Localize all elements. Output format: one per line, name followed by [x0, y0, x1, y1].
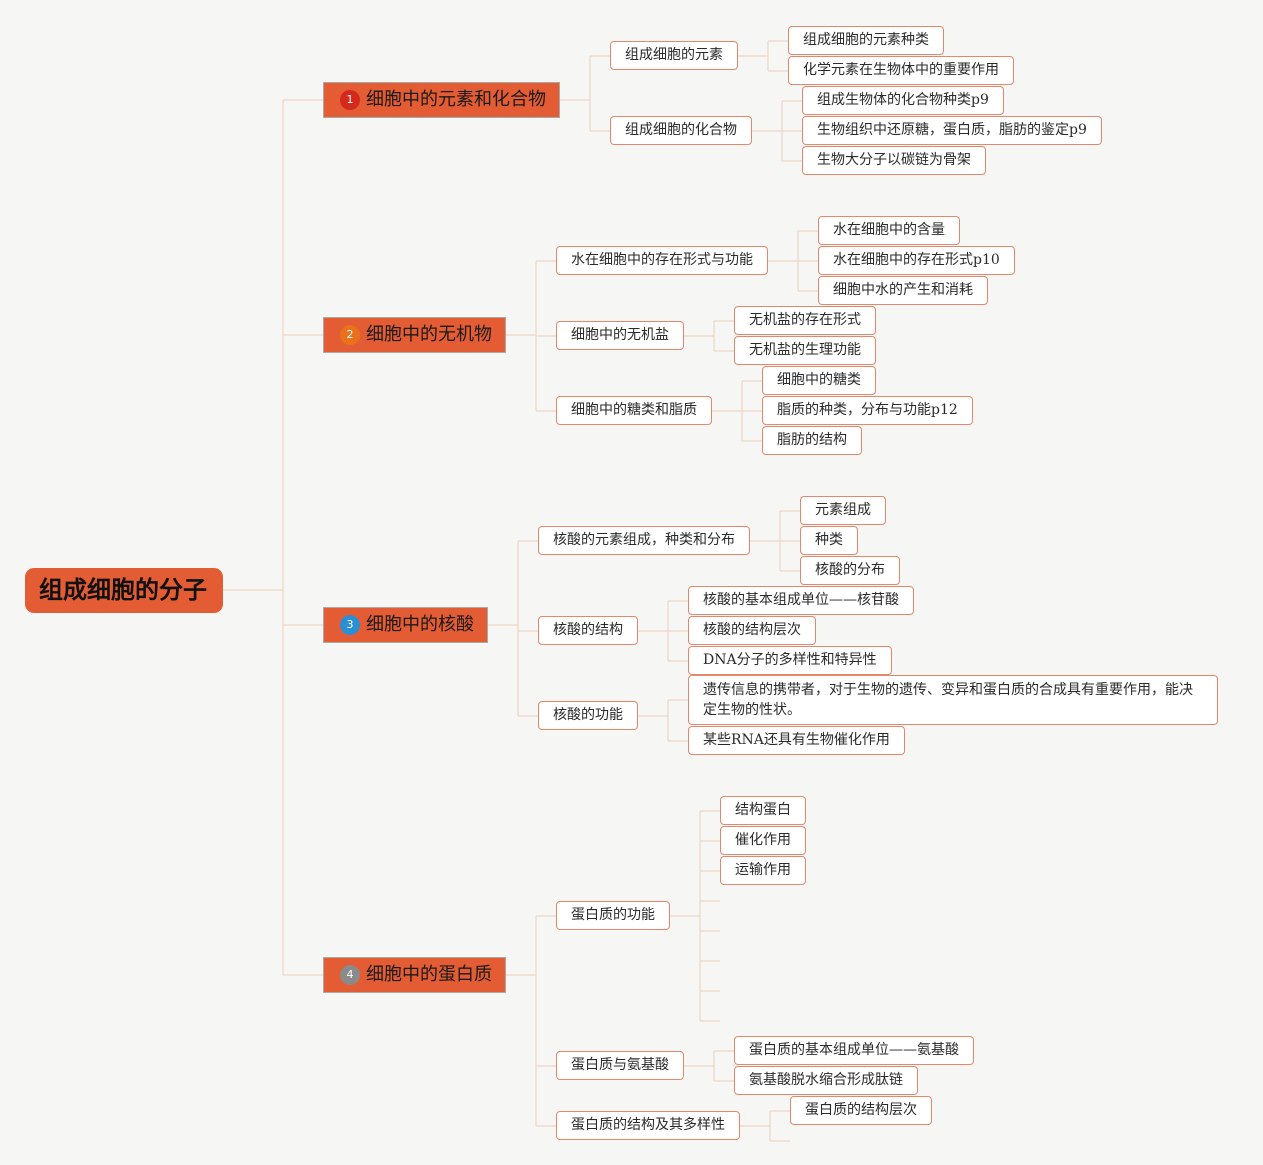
subtopic-nucleic-composition[interactable]: 核酸的元素组成，种类和分布: [538, 526, 750, 555]
number-4-badge-icon: 4: [340, 965, 360, 985]
number-3-badge-icon: 3: [340, 615, 360, 635]
subtopic-inorganic-salts[interactable]: 细胞中的无机盐: [556, 321, 684, 350]
leaf-dna-diversity[interactable]: DNA分子的多样性和特异性: [688, 646, 892, 675]
leaf-protein-structure-levels[interactable]: 蛋白质的结构层次: [790, 1096, 932, 1125]
topic-proteins[interactable]: 4 细胞中的蛋白质: [323, 957, 506, 993]
leaf-fat-structure[interactable]: 脂肪的结构: [762, 426, 862, 455]
leaf-structural-protein[interactable]: 结构蛋白: [720, 796, 806, 825]
leaf-distribution[interactable]: 核酸的分布: [800, 556, 900, 585]
leaf-element-types[interactable]: 组成细胞的元素种类: [788, 26, 944, 55]
leaf-transport[interactable]: 运输作用: [720, 856, 806, 885]
topic-label: 细胞中的元素和化合物: [366, 89, 546, 110]
leaf-rna-catalysis[interactable]: 某些RNA还具有生物催化作用: [688, 726, 905, 755]
topic-nucleic-acids[interactable]: 3 细胞中的核酸: [323, 607, 488, 643]
subtopic-nucleic-function[interactable]: 核酸的功能: [538, 701, 638, 730]
subtopic-cell-compounds[interactable]: 组成细胞的化合物: [610, 116, 752, 145]
subtopic-water[interactable]: 水在细胞中的存在形式与功能: [556, 246, 768, 275]
topic-label: 细胞中的无机物: [366, 324, 492, 345]
topic-label: 细胞中的核酸: [366, 614, 474, 635]
leaf-salt-forms[interactable]: 无机盐的存在形式: [734, 306, 876, 335]
subtopic-cell-elements[interactable]: 组成细胞的元素: [610, 41, 738, 70]
leaf-cell-sugars[interactable]: 细胞中的糖类: [762, 366, 876, 395]
leaf-nucleotide[interactable]: 核酸的基本组成单位——核苷酸: [688, 586, 914, 615]
number-1-badge-icon: 1: [340, 90, 360, 110]
leaf-lipid-types[interactable]: 脂质的种类，分布与功能p12: [762, 396, 973, 425]
leaf-water-content[interactable]: 水在细胞中的含量: [818, 216, 960, 245]
subtopic-protein-function[interactable]: 蛋白质的功能: [556, 901, 670, 930]
number-2-badge-icon: 2: [340, 325, 360, 345]
leaf-dehydration[interactable]: 氨基酸脱水缩合形成肽链: [734, 1066, 918, 1095]
leaf-elements[interactable]: 元素组成: [800, 496, 886, 525]
topic-label: 细胞中的蛋白质: [366, 964, 492, 985]
leaf-carbon-skeleton[interactable]: 生物大分子以碳链为骨架: [802, 146, 986, 175]
leaf-element-roles[interactable]: 化学元素在生物体中的重要作用: [788, 56, 1014, 85]
leaf-water-forms[interactable]: 水在细胞中的存在形式p10: [818, 246, 1015, 275]
subtopic-nucleic-structure[interactable]: 核酸的结构: [538, 616, 638, 645]
leaf-catalysis[interactable]: 催化作用: [720, 826, 806, 855]
subtopic-protein-amino[interactable]: 蛋白质与氨基酸: [556, 1051, 684, 1080]
leaf-identification-tests[interactable]: 生物组织中还原糖，蛋白质，脂肪的鉴定p9: [802, 116, 1102, 145]
leaf-water-production[interactable]: 细胞中水的产生和消耗: [818, 276, 988, 305]
subtopic-protein-structure[interactable]: 蛋白质的结构及其多样性: [556, 1111, 740, 1140]
root-topic[interactable]: 组成细胞的分子: [25, 568, 223, 613]
topic-elements-compounds[interactable]: 1 细胞中的元素和化合物: [323, 82, 560, 118]
leaf-salt-functions[interactable]: 无机盐的生理功能: [734, 336, 876, 365]
subtopic-sugars-lipids[interactable]: 细胞中的糖类和脂质: [556, 396, 712, 425]
leaf-genetic-carrier[interactable]: 遗传信息的携带者，对于生物的遗传、变异和蛋白质的合成具有重要作用，能决定生物的性…: [688, 675, 1218, 725]
leaf-structure-levels[interactable]: 核酸的结构层次: [688, 616, 816, 645]
topic-inorganic[interactable]: 2 细胞中的无机物: [323, 317, 506, 353]
leaf-amino-unit[interactable]: 蛋白质的基本组成单位——氨基酸: [734, 1036, 974, 1065]
leaf-kinds[interactable]: 种类: [800, 526, 858, 555]
leaf-compound-types[interactable]: 组成生物体的化合物种类p9: [802, 86, 1004, 115]
